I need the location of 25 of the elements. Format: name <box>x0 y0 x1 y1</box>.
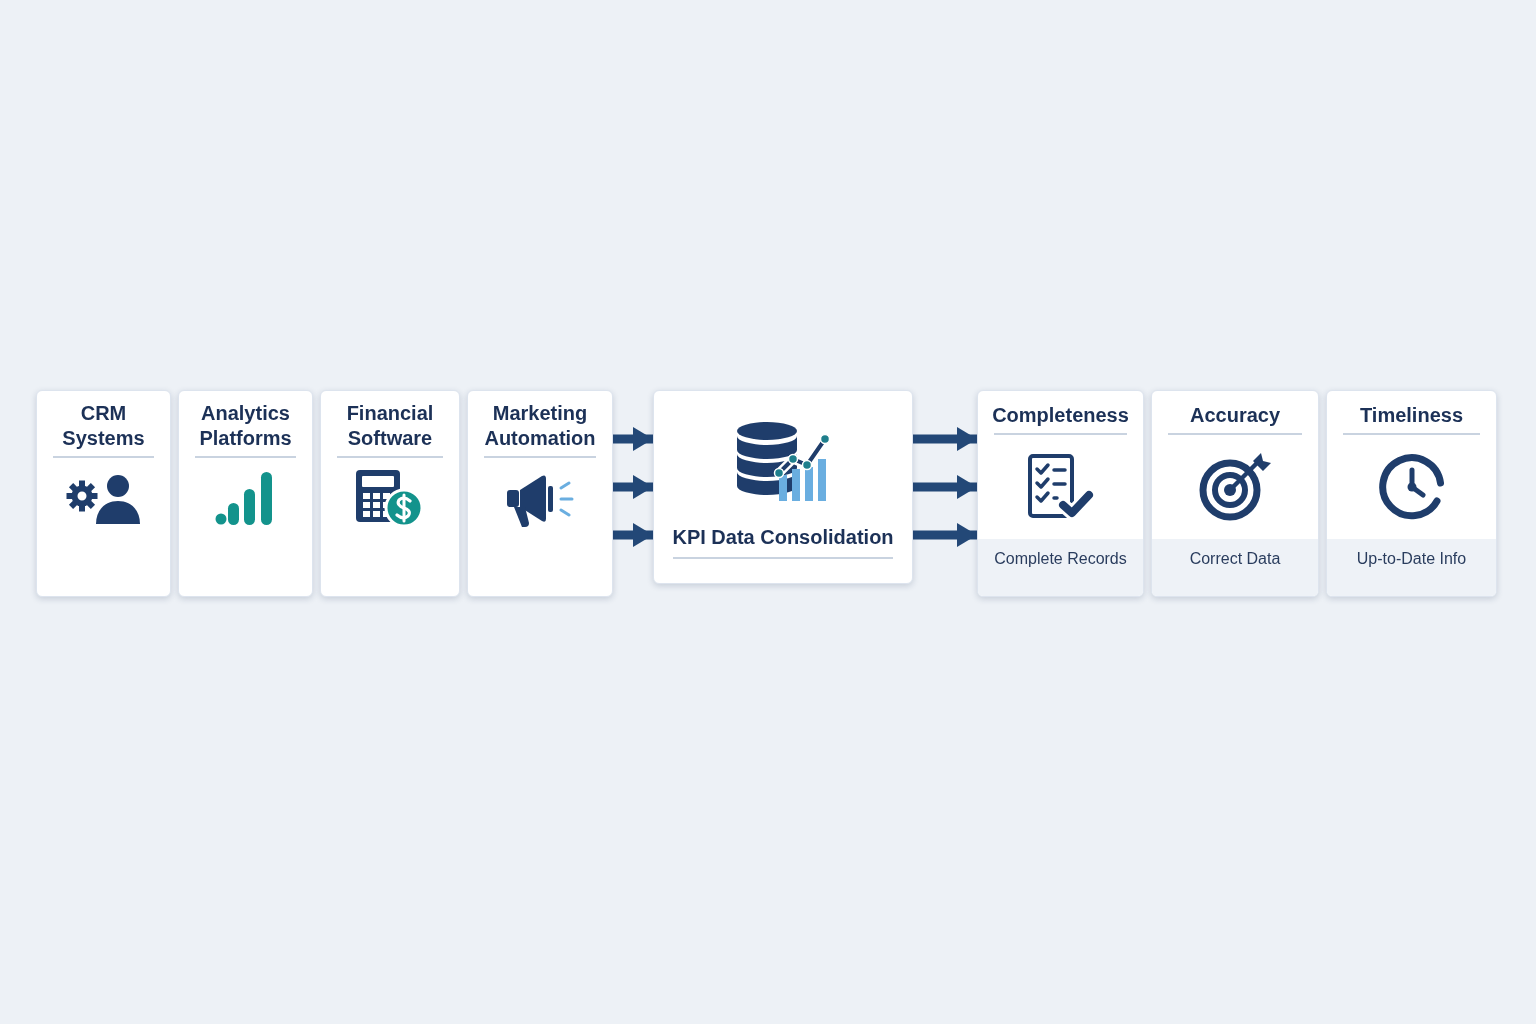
hub-title: KPI Data Consolidation <box>671 525 895 550</box>
card-caption: Up-to-Date Info <box>1355 549 1468 569</box>
arrow <box>613 523 653 547</box>
category-card <box>36 390 171 597</box>
card-caption: Complete Records <box>993 549 1128 569</box>
card-title: Timeliness <box>1359 403 1464 428</box>
card-title: Marketing Automation <box>483 401 597 451</box>
result-card <box>1151 390 1319 597</box>
card-title: CRM Systems <box>61 401 146 451</box>
arrow <box>913 475 977 499</box>
category-card <box>320 390 460 597</box>
arrow <box>913 523 977 547</box>
process-box <box>653 390 913 584</box>
card-title: Accuracy <box>1188 403 1282 428</box>
result-card <box>1326 390 1497 597</box>
card-caption: Correct Data <box>1188 549 1282 569</box>
arrow <box>613 427 653 451</box>
result-card <box>977 390 1144 597</box>
arrow <box>913 427 977 451</box>
arrow <box>613 475 653 499</box>
card-title: Financial Software <box>345 401 435 451</box>
card-title: Completeness <box>991 403 1130 428</box>
card-title: Analytics Platforms <box>198 401 293 451</box>
category-card <box>178 390 313 597</box>
category-card <box>467 390 613 597</box>
